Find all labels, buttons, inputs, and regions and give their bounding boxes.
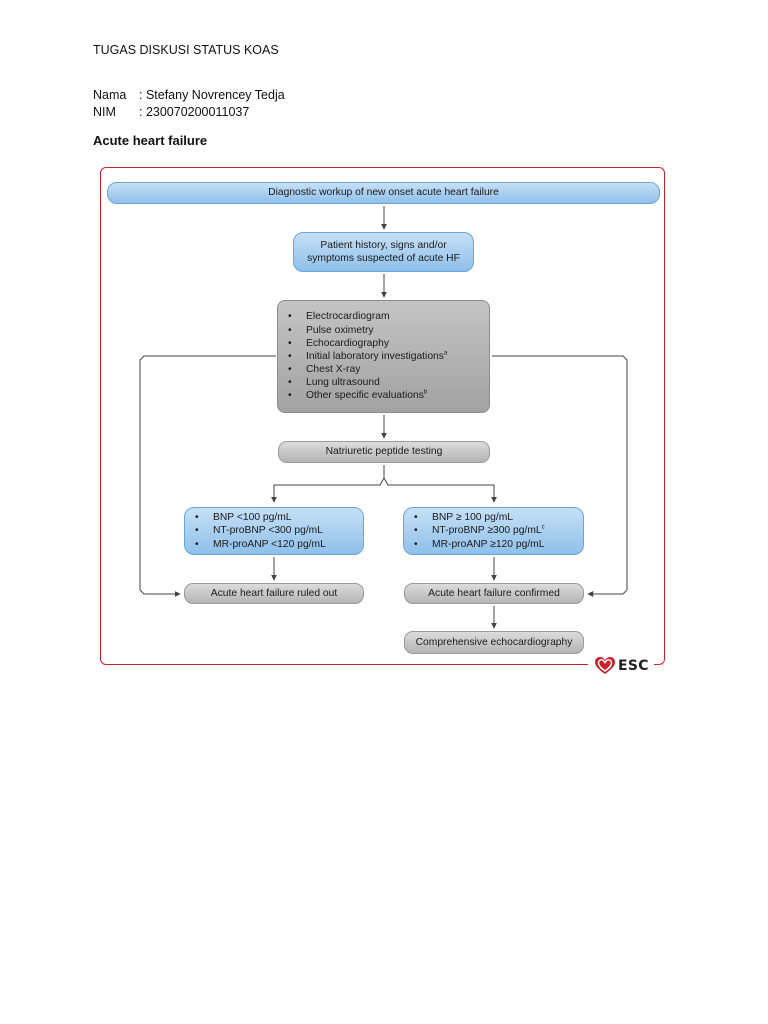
confirmed-box: Acute heart failure confirmed — [404, 583, 584, 604]
esc-logo-text: ESC — [618, 658, 649, 674]
history-line: symptoms suspected of acute HF — [307, 253, 460, 264]
low-value-item: NT-proBNP <300 pg/mL — [185, 524, 326, 537]
echo-box: Comprehensive echocardiography — [404, 631, 584, 654]
esc-logo: ESC — [595, 656, 649, 676]
heart-icon — [595, 657, 615, 674]
document-title: TUGAS DISKUSI STATUS KOAS — [93, 43, 279, 57]
flowchart-frame — [100, 167, 665, 665]
high-values-box: BNP ≥ 100 pg/mL NT-proBNP ≥300 pg/mLc MR… — [403, 507, 584, 555]
low-value-item: MR-proANP <120 pg/mL — [185, 538, 326, 551]
section-heading: Acute heart failure — [93, 133, 208, 148]
tests-item: Chest X-ray — [278, 363, 447, 376]
name-line: Nama : Stefany Novrencey Tedja — [93, 88, 285, 102]
history-box: Patient history, signs and/or symptoms s… — [293, 232, 474, 272]
name-value: : Stefany Novrencey Tedja — [139, 88, 285, 102]
loop-left — [139, 355, 276, 597]
loop-right — [492, 355, 628, 597]
ruled-out-box: Acute heart failure ruled out — [184, 583, 364, 604]
tests-item: Initial laboratory investigationsa — [278, 350, 447, 363]
arrow-peptide-split-right — [383, 477, 497, 503]
high-value-item: NT-proBNP ≥300 pg/mLc — [404, 524, 545, 537]
high-value-item: MR-proANP ≥120 pg/mL — [404, 538, 545, 551]
high-values-list: BNP ≥ 100 pg/mL NT-proBNP ≥300 pg/mLc MR… — [404, 511, 545, 551]
name-label: Nama — [93, 88, 127, 102]
low-values-box: BNP <100 pg/mL NT-proBNP <300 pg/mL MR-p… — [184, 507, 364, 555]
tests-box: Electrocardiogram Pulse oximetry Echocar… — [277, 300, 490, 413]
history-line: Patient history, signs and/or — [320, 239, 447, 251]
tests-item: Echocardiography — [278, 337, 447, 350]
tests-item: Lung ultrasound — [278, 376, 447, 389]
arrow-peptide-split — [271, 465, 385, 503]
peptide-box: Natriuretic peptide testing — [278, 441, 490, 463]
nim-label: NIM — [93, 105, 116, 119]
nim-value: : 230070200011037 — [139, 105, 250, 119]
nim-line: NIM : 230070200011037 — [93, 105, 249, 119]
tests-item: Pulse oximetry — [278, 324, 447, 337]
tests-item: Electrocardiogram — [278, 310, 447, 323]
tests-list: Electrocardiogram Pulse oximetry Echocar… — [278, 310, 447, 402]
tests-item: Other specific evaluationsb — [278, 389, 447, 402]
low-value-item: BNP <100 pg/mL — [185, 511, 326, 524]
top-box: Diagnostic workup of new onset acute hea… — [107, 182, 660, 204]
high-value-item: BNP ≥ 100 pg/mL — [404, 511, 545, 524]
low-values-list: BNP <100 pg/mL NT-proBNP <300 pg/mL MR-p… — [185, 511, 326, 551]
